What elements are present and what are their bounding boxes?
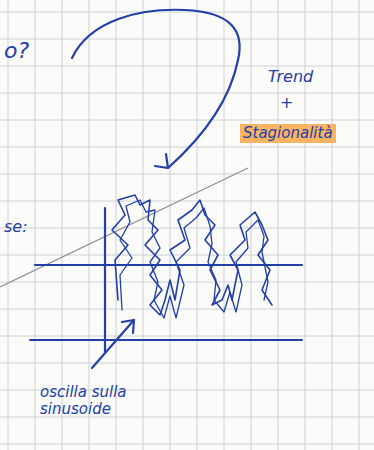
- grid-line: [0, 120, 374, 121]
- arrow-head: [122, 320, 134, 333]
- grid-line: [0, 39, 374, 40]
- leader-arrow: [92, 320, 134, 368]
- grid-line: [0, 201, 374, 202]
- grid-line: [0, 93, 374, 94]
- grid-line: [0, 147, 374, 148]
- seasonal-scribble: [112, 195, 272, 315]
- trend-note: Trend: [268, 68, 313, 86]
- grid-line: [89, 0, 90, 450]
- grid-line: [0, 174, 374, 175]
- grid-line: [197, 0, 198, 450]
- grid-line: [0, 66, 374, 67]
- grid-line: [143, 0, 144, 450]
- x-axis: [30, 339, 302, 341]
- grid-line: [359, 0, 360, 450]
- arrow-head: [155, 154, 168, 168]
- grid-line: [332, 0, 333, 450]
- plus-sign: +: [280, 94, 293, 112]
- grid-line: [0, 309, 374, 310]
- grid-line: [224, 0, 225, 450]
- grid-line: [62, 0, 63, 450]
- oscillation-note: oscilla sulla sinusoide: [40, 384, 158, 419]
- question-fragment: o?: [4, 38, 29, 63]
- seasonality-note: Stagionalità: [240, 124, 336, 143]
- grid-line: [35, 0, 36, 450]
- grid-line: [0, 444, 374, 445]
- grid-line: [0, 363, 374, 364]
- grid-line: [170, 0, 171, 450]
- mean-line: [35, 264, 302, 266]
- grid-line: [0, 282, 374, 283]
- grid-line: [0, 336, 374, 337]
- series-fragment: se:: [4, 218, 28, 236]
- grid-line: [0, 228, 374, 229]
- curved-arrow: [72, 10, 240, 168]
- grid-line: [251, 0, 252, 450]
- y-axis: [104, 208, 106, 352]
- grid-line: [0, 12, 374, 13]
- grid-line: [0, 255, 374, 256]
- seasonal-scribble: [120, 200, 268, 318]
